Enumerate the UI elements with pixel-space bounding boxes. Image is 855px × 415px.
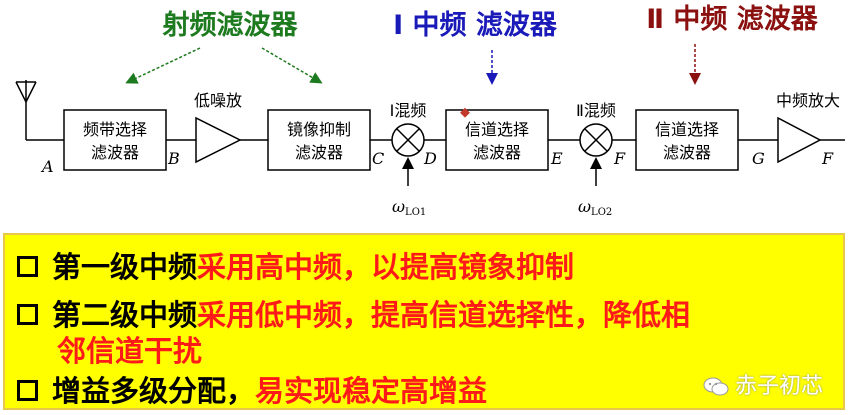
square-bullet-icon [17, 303, 38, 325]
notes-panel: 第一级中频采用高中频，以提高镜象抑制 第二级中频采用低中频，提高信道选择性，降低… [3, 233, 845, 410]
if-amp-label: 中频放大 [776, 91, 840, 110]
bullet-2-continued: 邻信道干扰 [57, 334, 203, 368]
if-amplifier-icon [777, 116, 822, 164]
node-b: B [167, 149, 180, 168]
node-e: E [550, 149, 563, 168]
if2-filter-header: Ⅱ 中频 滤波器 [646, 4, 819, 35]
channel-select1-label-1: 信道选择 [465, 120, 529, 139]
band-select-filter [63, 109, 167, 171]
node-c: C [372, 149, 384, 168]
node-g: G [752, 149, 765, 168]
node-f2: F [821, 149, 834, 168]
bullet-2: 第二级中频采用低中频，提高信道选择性，降低相 [17, 297, 690, 333]
rf-arrow-left [125, 47, 201, 84]
image-reject-label-2: 滤波器 [295, 143, 343, 162]
if1-filter-header: Ⅰ 中频 滤波器 [393, 10, 558, 41]
node-a: A [40, 157, 54, 176]
channel-select2-label-1: 信道选择 [655, 120, 719, 139]
rf-filter-header: 射频滤波器 [162, 10, 299, 41]
lna-amplifier-icon [195, 116, 242, 164]
square-bullet-icon [17, 379, 38, 401]
channel-select1-label-2: 滤波器 [473, 143, 521, 162]
bullet-1: 第一级中频采用高中频，以提高镜象抑制 [17, 249, 574, 285]
mixer1-icon [391, 123, 425, 157]
watermark: 赤子初芯 [703, 368, 823, 400]
band-select-label-2: 滤波器 [91, 143, 139, 162]
channel-select-filter-1 [445, 109, 549, 171]
lna-label: 低噪放 [194, 91, 242, 110]
image-reject-filter [267, 109, 371, 171]
image-reject-label-1: 镜像抑制 [287, 120, 351, 139]
node-f1: F [613, 149, 626, 168]
mixer1-label: Ⅰ混频 [390, 101, 427, 120]
antenna-icon [15, 80, 37, 140]
wechat-icon [703, 377, 729, 396]
mixer2-label: Ⅱ混频 [576, 101, 616, 120]
mixer2-icon [579, 123, 613, 157]
receiver-block-diagram: 射频滤波器 Ⅰ 中频 滤波器 Ⅱ 中频 滤波器 频带选择 滤波器 低噪放 镜像抑… [15, 4, 845, 218]
lo1-label: ωLO1 [392, 197, 426, 218]
band-select-label-1: 频带选择 [83, 120, 147, 139]
rf-arrow-right [261, 47, 323, 84]
square-bullet-icon [17, 255, 38, 277]
node-d: D [423, 149, 437, 168]
channel-select-filter-2 [635, 109, 739, 171]
bullet-3: 增益多级分配，易实现稳定高增益 [17, 373, 487, 409]
channel-select2-label-2: 滤波器 [663, 143, 711, 162]
lo2-label: ωLO2 [578, 197, 612, 218]
